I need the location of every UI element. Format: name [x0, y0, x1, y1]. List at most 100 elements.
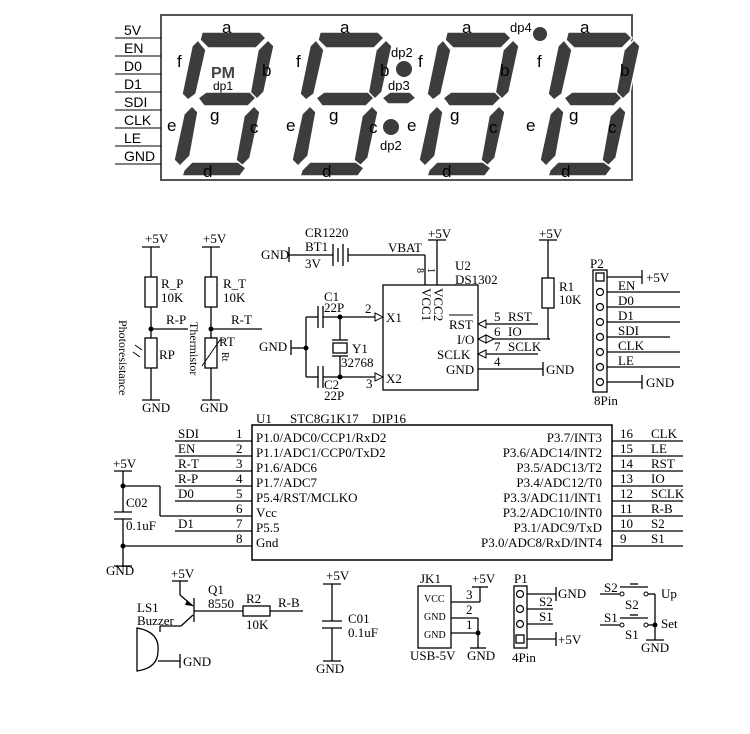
y1-ref: Y1: [352, 341, 368, 356]
crystal-y1: [332, 342, 348, 354]
usb-vcc: +5V: [472, 571, 496, 586]
p2-pin-clk: CLK: [618, 338, 645, 353]
c01-gnd: GND: [316, 661, 344, 676]
gnd-pin: GND: [446, 362, 474, 377]
mcu-left-pin-func: P1.7/ADC7: [256, 475, 318, 490]
net-r-t: R-T: [231, 312, 252, 327]
dp2-top-label: dp2: [391, 45, 413, 60]
p1-ref: P1: [514, 571, 528, 586]
seg-g-label: g: [450, 106, 459, 125]
dp3-label: dp3: [388, 78, 410, 93]
usb-num-1: 1: [466, 617, 473, 632]
seg-e-label: e: [407, 116, 416, 135]
mcu-left-pin-num: 5: [236, 486, 243, 501]
mcu-right-pin-func: P3.6/ADC14/INT2: [503, 445, 602, 460]
c1-ref: C1: [324, 289, 339, 304]
p1-s1: S1: [539, 609, 553, 624]
seg-b-label: b: [262, 61, 271, 80]
thermistor-slash-icon: [201, 339, 224, 367]
mcu-left-pin-func: Gnd: [256, 535, 279, 550]
seg-f-label: f: [177, 52, 182, 71]
mcu-right-pin-func: P3.5/ADC13/T2: [516, 460, 602, 475]
therm-symbol: Rt: [219, 352, 230, 362]
pin-label-le: LE: [124, 130, 141, 146]
p1-vcc: +5V: [558, 632, 582, 647]
dp2-bottom-label: dp2: [380, 138, 402, 153]
pin-7-label: 7: [494, 339, 501, 354]
gnd-label: GND: [142, 400, 170, 415]
pin-4-label: 4: [494, 354, 501, 369]
mcu-left-pin-func: P1.1/ADC1/CCP0/TxD2: [256, 445, 386, 460]
p1-body: [513, 585, 528, 649]
pin-label-sdi: SDI: [124, 94, 147, 110]
mcu-right-net: S1: [651, 531, 665, 546]
pin-label-clk: CLK: [124, 112, 152, 128]
mcu-left-net: D1: [178, 516, 194, 531]
usb-num-2: 2: [466, 602, 473, 617]
mcu-body: [251, 424, 613, 561]
mcu-right-net: IO: [651, 471, 665, 486]
seg-c-label: c: [250, 118, 259, 137]
r1-vcc: +5V: [539, 226, 563, 241]
p2-pin-sdi: SDI: [618, 323, 639, 338]
mcu-right-pin-num: 14: [620, 456, 634, 471]
mcu-left-net: R-T: [178, 456, 199, 471]
pushbuttons: S2 Up S2 S1 Set S1 GND: [600, 580, 678, 655]
photoresistance-label: Photoresistance: [116, 320, 130, 395]
vcc1-pin: VCC1: [419, 288, 434, 321]
seg-b-label: b: [380, 61, 389, 80]
seg-g-label: g: [329, 106, 338, 125]
mcu-left-pin-num: 8: [236, 531, 243, 546]
p2-vcc: +5V: [646, 270, 670, 285]
mcu-right-pin-func: P3.0/ADC8/RxD/INT4: [481, 535, 602, 550]
resistor-r2: [242, 605, 271, 617]
pm-indicator: PM: [211, 65, 235, 82]
pin-2-label: 2: [365, 301, 372, 316]
photoresistor-rp: [144, 337, 158, 369]
display-module: 5V EN D0 D1 SDI CLK LE GND a f b g e c d…: [115, 14, 641, 181]
mcu-right-pin-func: P3.2/ADC10/INT0: [503, 505, 602, 520]
mcu-ref: U1: [256, 411, 272, 426]
usb-num-3: 3: [466, 587, 473, 602]
p2-ref: P2: [590, 256, 604, 271]
battery-ref: BT1: [305, 239, 328, 254]
digit-3: a f b g e c d: [407, 18, 520, 181]
pin-label-gnd: GND: [124, 148, 155, 164]
rtc-gnd-net: GND: [546, 362, 574, 377]
xtal-gnd: GND: [259, 339, 287, 354]
mcu-right-pin-num: 9: [620, 531, 627, 546]
mcu-left-pin-func: P1.6/ADC6: [256, 460, 318, 475]
seg-a-label: a: [340, 18, 350, 37]
mcu-left-pin-func: Vcc: [256, 505, 277, 520]
pin-6-label: 6: [494, 324, 501, 339]
p1-gnd: GND: [558, 586, 586, 601]
r-p-value: 10K: [161, 290, 184, 305]
set-label: Set: [661, 616, 678, 631]
mcu-right-pin-num: 11: [620, 501, 633, 516]
mcu-right-net: SCLK: [651, 486, 685, 501]
battery-type: CR1220: [305, 225, 348, 240]
vcc-label: +5V: [203, 231, 227, 246]
mcu-right-pin-func: P3.7/INT3: [547, 430, 602, 445]
r-t-value: 10K: [223, 290, 246, 305]
buzzer-vcc: +5V: [171, 566, 195, 581]
buzzer-gnd: GND: [183, 654, 211, 669]
mcu-left-pin-func: P5.4/RST/MCLKO: [256, 490, 358, 505]
net-r-b: R-B: [278, 595, 300, 610]
c2-ref: C2: [324, 377, 339, 392]
r1-ref: R1: [559, 279, 574, 294]
ls1-ref: LS1: [137, 600, 159, 615]
dp1-label: dp1: [213, 79, 233, 93]
digit-2: a f b g e c d: [286, 18, 393, 181]
r1-value: 10K: [559, 292, 582, 307]
x2-pin: X2: [386, 371, 402, 386]
seg-f-label: f: [418, 52, 423, 71]
rtc-ref: U2: [455, 258, 471, 273]
c02-vcc: +5V: [113, 456, 137, 471]
c2-value: 22P: [324, 388, 344, 403]
ls1-name: Buzzer: [137, 613, 174, 628]
mcu-left-pin-num: 4: [236, 471, 243, 486]
dp2-top-dot: [396, 61, 412, 77]
